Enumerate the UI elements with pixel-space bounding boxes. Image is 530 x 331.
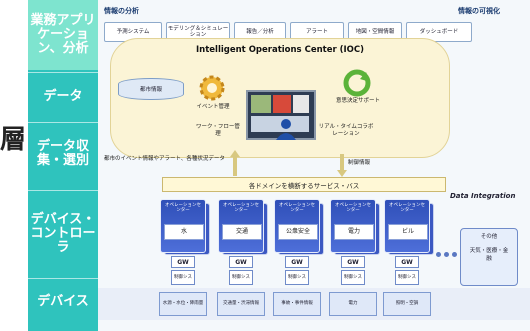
ops-center-safety: オペレーションセンター 公衆安全: [274, 199, 324, 255]
ops-card-front: オペレーションセンター 水: [160, 199, 206, 253]
device-box: 交通量・渋滞情報: [217, 292, 265, 316]
device-box: 照明・空調: [383, 292, 431, 316]
flow-up-label: 都市のイベント情報やアラート、各種状況データ: [104, 156, 225, 162]
decision-cycle-icon: [342, 68, 372, 98]
screen-map-tile: [251, 95, 271, 113]
gateway-box: GW: [285, 256, 309, 268]
monitor-icon: [246, 90, 316, 140]
layer-edge-char: 層: [0, 124, 27, 155]
app-box-modeling: モデリング＆シミュレーション: [166, 22, 230, 42]
ellipsis-dot: [436, 252, 441, 257]
ops-header: オペレーションセンター: [223, 202, 259, 213]
ops-center-water: オペレーションセンター 水: [160, 199, 210, 255]
uplink-arrow-stem: [233, 154, 237, 176]
control-system-box: 制御シス: [341, 270, 365, 285]
layer-label-devices: デバイス: [37, 294, 89, 309]
layer-divider: [28, 278, 98, 279]
ops-label: ビル: [388, 224, 428, 240]
decision-support-label: 意思決定サポート: [336, 98, 381, 104]
ops-label: 電力: [334, 224, 374, 240]
other-domain-box: その他 天気・医療・金融: [460, 228, 518, 286]
ops-center-traffic: オペレーションセンター 交通: [218, 199, 268, 255]
layer-highlight: [28, 0, 98, 70]
ioc-title: Intelligent Operations Center (IOC): [195, 45, 365, 55]
ops-card-front: オペレーションセンター ビル: [384, 199, 430, 253]
ops-card-front: オペレーションセンター 交通: [218, 199, 264, 253]
gear-icon: [196, 72, 228, 104]
control-system-box: 制御シス: [395, 270, 419, 285]
event-mgmt-label: イベント管理: [196, 104, 230, 110]
layer-divider: [28, 72, 98, 73]
device-box: 事故・事件情報: [273, 292, 321, 316]
control-system-box: 制御シス: [171, 270, 195, 285]
layer-label-collection: データ収集・選別: [36, 139, 89, 168]
ops-card-front: オペレーションセンター 電力: [330, 199, 376, 253]
ops-label: 交通: [222, 224, 262, 240]
flow-down-label: 制御情報: [348, 160, 371, 166]
layer-label-apps: 業務アプリケーション、分析: [30, 13, 96, 56]
operator-icon: [274, 118, 298, 140]
layer-label-data: データ: [43, 89, 83, 104]
layer-divider: [28, 190, 98, 191]
data-integration-label: Data Integration: [450, 192, 516, 200]
ops-center-power: オペレーションセンター 電力: [330, 199, 380, 255]
device-box: 水源・水位・降雨量: [159, 292, 207, 316]
header-visualization: 情報の可視化: [458, 7, 500, 15]
ops-header: オペレーションセンター: [165, 202, 201, 213]
gateway-box: GW: [341, 256, 365, 268]
other-items: 天気・医療・金融: [469, 248, 509, 262]
ellipsis-dot: [452, 252, 457, 257]
service-bus: 各ドメインを横断するサービス・バス: [162, 177, 446, 192]
app-box-dashboard: ダッシュボード: [406, 22, 472, 42]
control-system-box: 制御シス: [285, 270, 309, 285]
city-info-label: 都市情報: [139, 87, 162, 93]
gateway-box: GW: [395, 256, 419, 268]
screen-list-tile: [251, 116, 309, 132]
layer-divider: [28, 122, 98, 123]
ops-header: オペレーションセンター: [335, 202, 371, 213]
screen-chart-tile: [273, 95, 291, 113]
collab-label: リアル・タイムコラボレーション: [318, 124, 374, 137]
ops-label: 公衆安全: [278, 224, 318, 240]
city-info-cylinder: 都市情報: [118, 78, 184, 100]
screen-table-tile: [293, 95, 309, 113]
ops-header: オペレーションセンター: [279, 202, 315, 213]
gateway-box: GW: [171, 256, 195, 268]
other-title: その他: [480, 234, 498, 240]
ops-header: オペレーションセンター: [389, 202, 425, 213]
downlink-arrow-head: [337, 170, 347, 177]
ops-card-front: オペレーションセンター 公衆安全: [274, 199, 320, 253]
downlink-arrow-stem: [340, 154, 344, 172]
layer-label-controllers: デバイス・コントローラ: [30, 212, 96, 255]
control-system-box: 制御シス: [229, 270, 253, 285]
uplink-arrow-head: [230, 150, 240, 157]
gateway-box: GW: [229, 256, 253, 268]
workflow-label: ワーク・フロー管理: [196, 124, 240, 137]
ellipsis-dot: [444, 252, 449, 257]
ops-label: 水: [164, 224, 204, 240]
header-analysis: 情報の分析: [104, 7, 139, 15]
ops-center-building: オペレーションセンター ビル: [384, 199, 434, 255]
device-box: 電力: [329, 292, 377, 316]
